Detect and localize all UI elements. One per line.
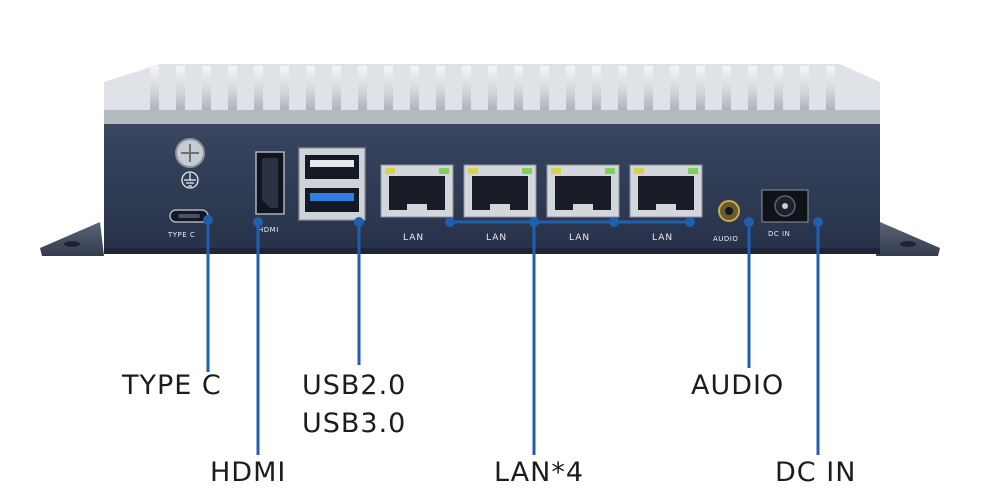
heatsink-fin	[540, 66, 549, 112]
hdmi-port: HDMI	[255, 151, 285, 234]
lan-port: LAN	[629, 164, 703, 243]
usb3-tongue	[310, 193, 354, 201]
callout-audio: AUDIO	[691, 370, 785, 401]
audio-jack: AUDIO	[713, 200, 740, 243]
ground-symbol-icon	[181, 171, 199, 189]
lan-led-link	[439, 168, 449, 174]
lan-led-activity	[385, 168, 395, 174]
mount-hole-right	[900, 241, 916, 247]
usb2-tongue	[310, 160, 354, 167]
lan-port-label: LAN	[569, 233, 590, 243]
mount-hole-left	[64, 241, 80, 247]
heatsink-fin	[618, 66, 627, 112]
lan-led-activity	[634, 168, 644, 174]
lan-port-label: LAN	[652, 233, 673, 243]
leader-lines	[203, 215, 823, 455]
heatsink-fin	[462, 66, 471, 112]
callout-hdmi: HDMI	[210, 457, 287, 488]
heatsink-fin	[358, 66, 367, 112]
heatsink-fin	[306, 66, 315, 112]
lan-port: LAN	[380, 164, 454, 243]
heatsink-fin	[280, 66, 289, 112]
lan-led-link	[605, 168, 615, 174]
lan-port: LAN	[463, 164, 537, 243]
mounting-flanges	[40, 222, 940, 256]
heatsink-fin	[826, 66, 835, 112]
lan-ports: LAN LAN LAN LAN	[380, 164, 703, 243]
callout-lan: LAN*4	[494, 457, 585, 488]
heatsink-fin	[150, 66, 159, 112]
heatsink-fin	[800, 66, 809, 112]
heatsink-fin	[670, 66, 679, 112]
heatsink-fin	[202, 66, 211, 112]
lan-led-link	[522, 168, 532, 174]
heatsink-fin	[696, 66, 705, 112]
heatsink-fin	[384, 66, 393, 112]
dc-in-port-label: DC IN	[768, 230, 790, 238]
lan-led-link	[688, 168, 698, 174]
heatsink-fin	[722, 66, 731, 112]
lan-port-label: LAN	[486, 233, 507, 243]
heatsink-fin	[592, 66, 601, 112]
heatsink-fin	[514, 66, 523, 112]
audio-port-label: AUDIO	[713, 235, 738, 243]
callout-usb-line1: USB2.0	[302, 370, 407, 401]
heatsink-fin	[644, 66, 653, 112]
heatsink-fin	[176, 66, 185, 112]
lan-port: LAN	[546, 164, 620, 243]
heatsink-fin	[228, 66, 237, 112]
heatsink-fin	[332, 66, 341, 112]
type-c-port-label: TYPE C	[167, 231, 195, 239]
heatsink-fin	[488, 66, 497, 112]
usb-ports	[298, 147, 366, 221]
heatsink-fin	[774, 66, 783, 112]
heatsink-fin	[748, 66, 757, 112]
lan-led-activity	[468, 168, 478, 174]
heatsink-fin	[436, 66, 445, 112]
lan-port-label: LAN	[403, 233, 424, 243]
heatsink	[104, 64, 880, 124]
callout-usb-line2: USB3.0	[302, 408, 407, 439]
lan-led-activity	[551, 168, 561, 174]
ground-screw-icon	[175, 138, 205, 168]
dc-in-jack: DC IN	[761, 189, 809, 238]
callout-type-c: TYPE C	[122, 370, 222, 401]
panel-base	[104, 248, 880, 254]
callout-dc-in: DC IN	[775, 457, 857, 488]
heatsink-fin	[410, 66, 419, 112]
hdmi-port-label: HDMI	[258, 226, 279, 234]
heatsink-fin	[254, 66, 263, 112]
heatsink-fin	[566, 66, 575, 112]
